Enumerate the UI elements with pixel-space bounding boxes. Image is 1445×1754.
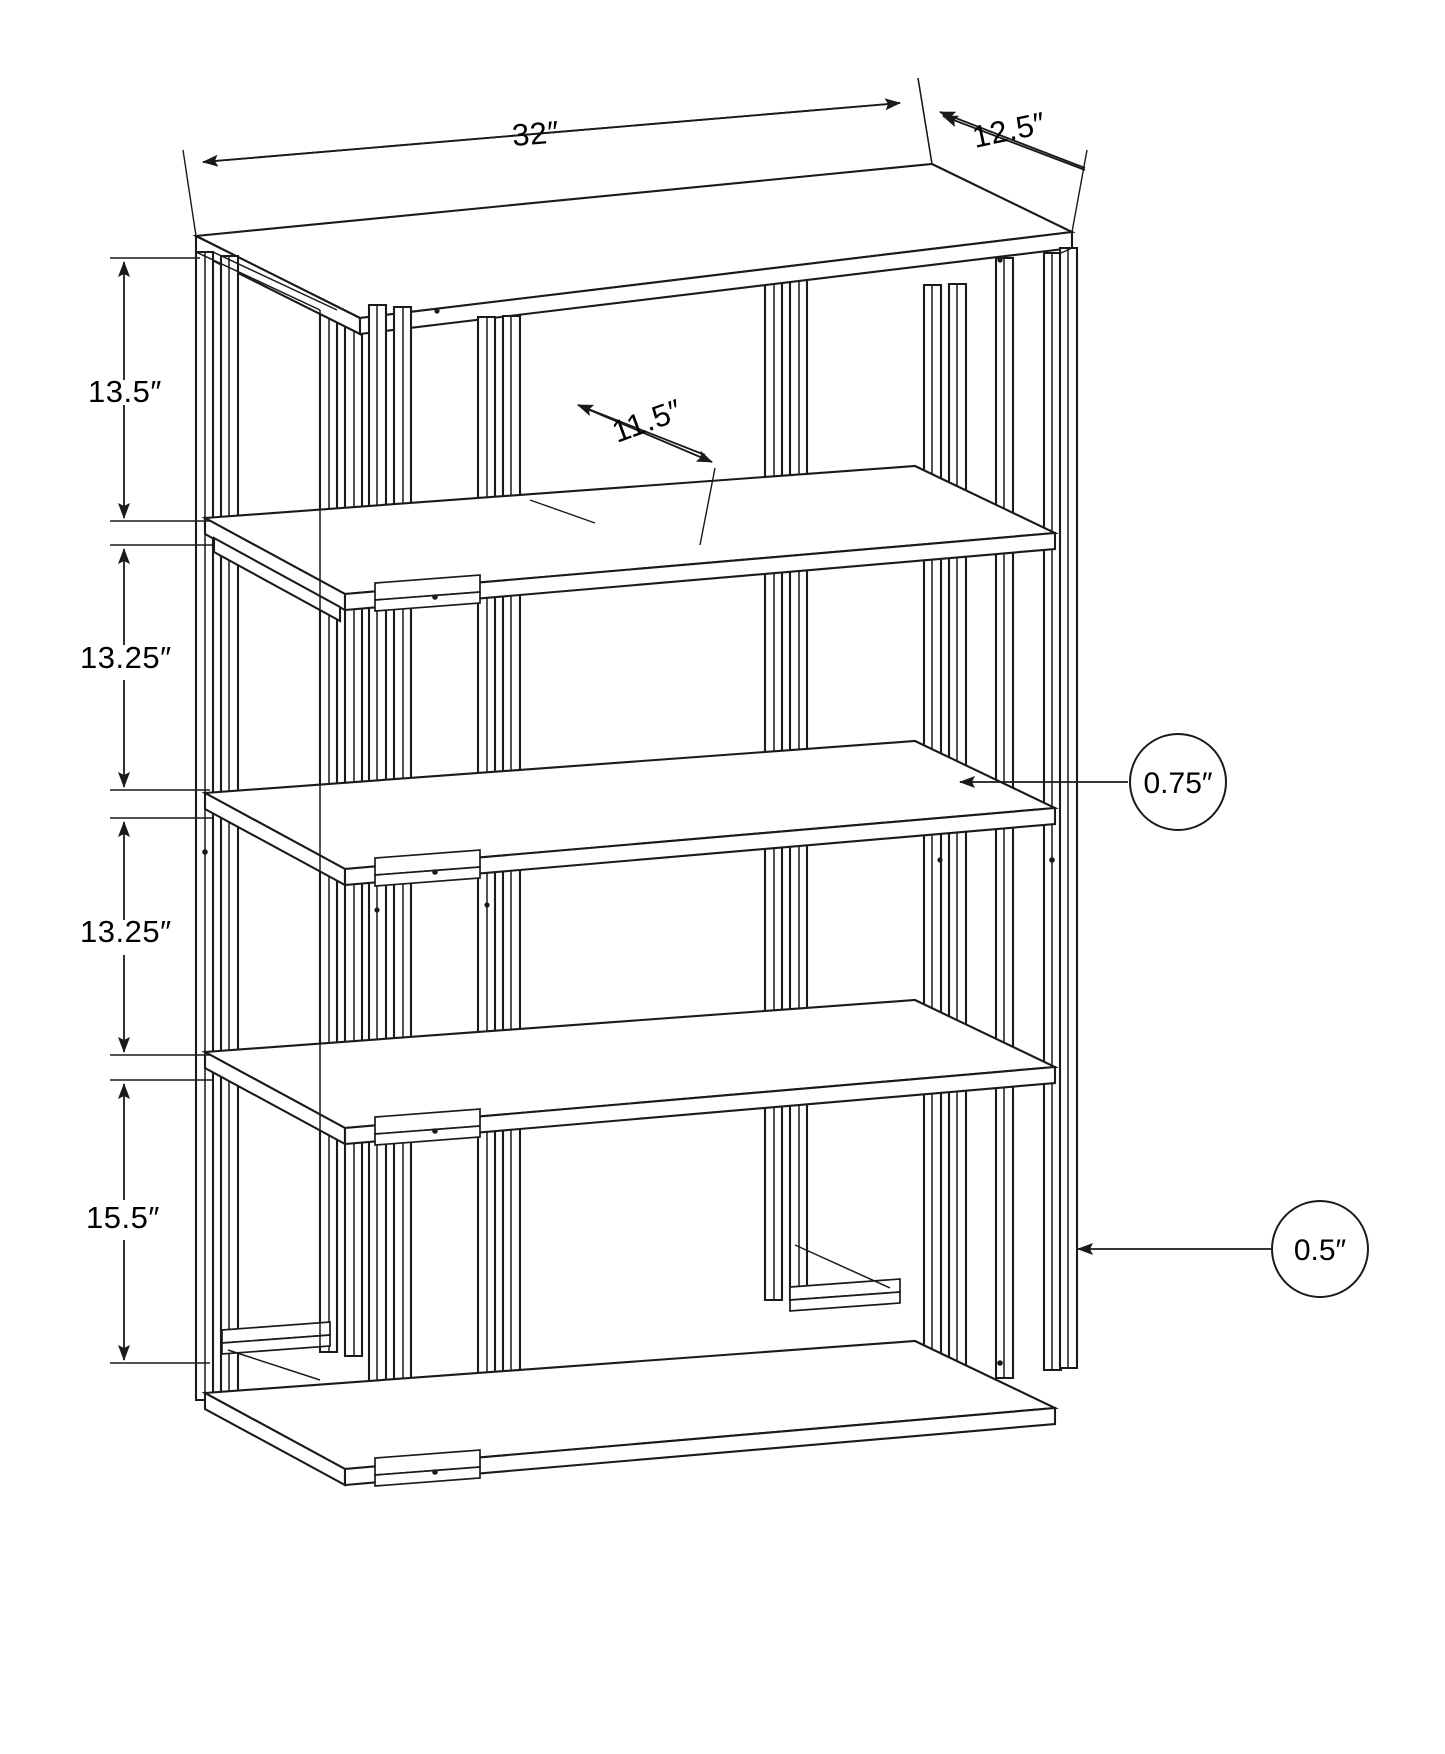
callout-shelf-thickness: 0.75″	[959, 733, 1227, 831]
dimension-gap-second: 13.25″	[80, 544, 212, 791]
dimension-gap-top: 13.5″	[88, 257, 210, 522]
dimension-gap-bottom: 15.5″	[86, 1079, 212, 1364]
dimension-depth-label: 12.5″	[969, 105, 1048, 155]
callout-circle-shelf-thickness	[1129, 733, 1227, 831]
bottom-shelf	[201, 1339, 1059, 1487]
dimension-gap-second-label: 13.25″	[80, 640, 172, 675]
callout-post-thickness: 0.5″	[1077, 1200, 1369, 1298]
left-side-frame	[194, 250, 240, 1406]
callout-circle-post-thickness	[1271, 1200, 1369, 1298]
dimension-gap-top-label: 13.5″	[88, 374, 162, 409]
dimension-gap-third-label: 13.25″	[80, 914, 172, 949]
dimension-gap-third: 13.25″	[80, 817, 212, 1056]
lower-braces	[221, 1244, 901, 1381]
shelf-1	[201, 464, 1059, 623]
shelf-2	[201, 739, 1059, 887]
dimension-gap-bottom-label: 15.5″	[86, 1200, 160, 1235]
frame-edges	[195, 247, 1073, 1352]
callout-shelf-thickness-label: 0.75″	[1143, 767, 1212, 800]
dimension-shelf-depth-label: 11.5″	[607, 392, 686, 449]
shelf-3	[201, 998, 1059, 1146]
bookcase-body	[192, 162, 1079, 1487]
screw-marks	[374, 257, 1003, 913]
dimension-width-label: 32″	[511, 114, 561, 153]
callout-post-thickness-label: 0.5″	[1294, 1234, 1347, 1267]
